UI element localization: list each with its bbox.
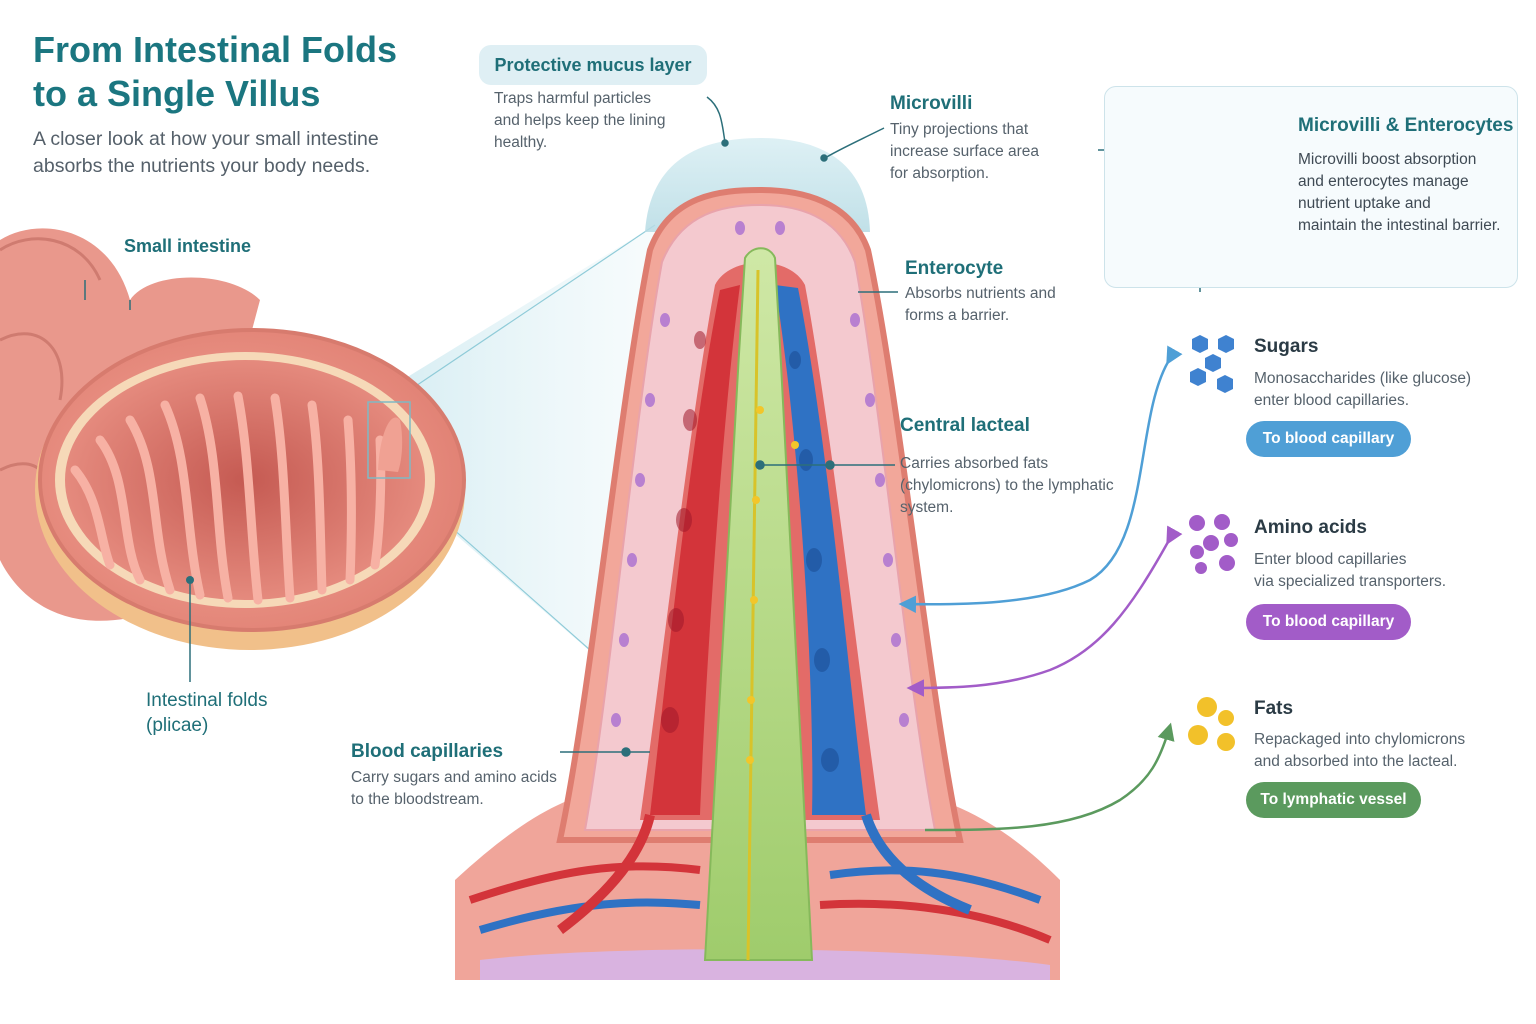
subtitle-line-2: absorbs the nutrients your body needs. [33, 155, 371, 177]
sugars-destination-badge: To blood capillary [1246, 421, 1411, 457]
fats-desc-2: and absorbed into the lacteal. [1254, 753, 1458, 770]
amino-acids-destination-badge: To blood capillary [1246, 604, 1411, 640]
label-central-lacteal: Central lacteal [900, 415, 1030, 436]
label-blood-capillaries: Blood capillaries [351, 741, 504, 762]
mucus-desc-2: and helps keep the lining [494, 112, 666, 129]
small-intestine-illustration [0, 228, 466, 682]
villus-illustration [455, 138, 1060, 980]
inset-desc-4: maintain the intestinal barrier. [1298, 217, 1501, 234]
amino-arrow [906, 525, 1183, 697]
page-subtitle: A closer look at how your small intestin… [33, 126, 433, 180]
amino-desc-2: via specialized transporters. [1254, 573, 1447, 590]
sugar-molecules-icon [1190, 335, 1234, 393]
nutrient-fats-description: Repackaged into chylomicrons and absorbe… [1254, 729, 1494, 773]
title-line-1: From Intestinal Folds [33, 29, 398, 70]
fat-droplets-icon [1188, 697, 1235, 751]
amino-desc-1: Enter blood capillaries [1254, 551, 1407, 568]
inset-desc-1: Microvilli boost absorption [1298, 151, 1477, 168]
capillaries-description: Carry sugars and amino acids to the bloo… [351, 767, 571, 811]
lacteal-desc-1: Carries absorbed fats [900, 455, 1049, 472]
inset-description: Microvilli boost absorption and enterocy… [1298, 149, 1513, 237]
nutrient-amino-acids-description: Enter blood capillaries via specialized … [1254, 549, 1494, 593]
fat-arrow [924, 722, 1175, 832]
sugars-desc-2: enter blood capillaries. [1254, 392, 1410, 409]
microvilli-enterocytes-card [1104, 86, 1518, 288]
folds-line-2: (plicae) [146, 715, 209, 736]
inset-title: Microvilli & Enterocytes [1298, 115, 1514, 136]
folds-line-1: Intestinal folds [146, 690, 268, 711]
lacteal-desc-3: system. [900, 499, 954, 516]
inset-desc-2: and enterocytes manage [1298, 173, 1469, 190]
label-enterocyte: Enterocyte [905, 258, 1004, 279]
nutrient-fats-title: Fats [1254, 698, 1294, 719]
fats-destination-badge: To lymphatic vessel [1246, 782, 1421, 818]
nutrient-sugars-title: Sugars [1254, 336, 1319, 357]
amino-acid-molecules-icon [1189, 514, 1238, 574]
fats-desc-1: Repackaged into chylomicrons [1254, 731, 1466, 748]
capillaries-desc-1: Carry sugars and amino acids [351, 769, 557, 786]
sugars-desc-1: Monosaccharides (like glucose) [1254, 370, 1472, 387]
label-mucus-layer: Protective mucus layer [479, 45, 707, 85]
enterocyte-desc-1: Absorbs nutrients and [905, 285, 1056, 302]
nutrient-amino-acids-title: Amino acids [1254, 517, 1367, 538]
zoom-projection [370, 225, 655, 660]
mucus-description: Traps harmful particles and helps keep t… [494, 88, 704, 154]
microvilli-desc-2: increase surface area [890, 143, 1040, 160]
lacteal-desc-2: (chylomicrons) to the lymphatic [900, 477, 1114, 494]
microvilli-desc-1: Tiny projections that [890, 121, 1029, 138]
page-title: From Intestinal Folds to a Single Villus [33, 28, 453, 116]
inset-desc-3: nutrient uptake and [1298, 195, 1431, 212]
lacteal-description: Carries absorbed fats (chylomicrons) to … [900, 453, 1140, 519]
title-line-2: to a Single Villus [33, 73, 321, 114]
nutrient-sugars-description: Monosaccharides (like glucose) enter blo… [1254, 368, 1494, 412]
mucus-desc-1: Traps harmful particles [494, 90, 652, 107]
enterocyte-description: Absorbs nutrients and forms a barrier. [905, 283, 1095, 327]
subtitle-line-1: A closer look at how your small intestin… [33, 128, 379, 150]
enterocyte-desc-2: forms a barrier. [905, 307, 1010, 324]
capillaries-desc-2: to the bloodstream. [351, 791, 484, 808]
label-microvilli: Microvilli [890, 93, 973, 114]
microvilli-description: Tiny projections that increase surface a… [890, 119, 1080, 185]
microvilli-desc-3: for absorption. [890, 165, 990, 182]
mucus-desc-3: healthy. [494, 134, 548, 151]
label-intestinal-folds: Intestinal folds (plicae) [146, 688, 267, 738]
label-small-intestine: Small intestine [124, 236, 252, 256]
